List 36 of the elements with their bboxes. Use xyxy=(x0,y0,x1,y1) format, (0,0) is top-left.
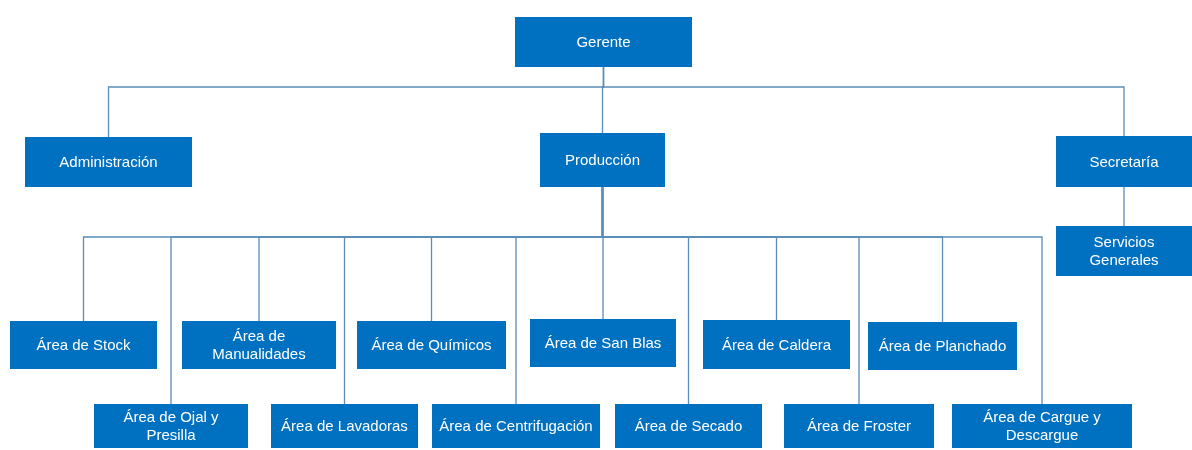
box-label: Área de Cargue y Descargue xyxy=(982,408,1102,444)
connector-line xyxy=(1123,186,1125,227)
org-box xyxy=(703,320,850,369)
org-box xyxy=(10,321,157,369)
org-box xyxy=(615,404,762,448)
org-box xyxy=(182,321,336,369)
org-box xyxy=(952,404,1132,448)
connector-line xyxy=(602,66,1125,137)
box-label: Área de Secado xyxy=(634,417,743,435)
box-label: Secretaría xyxy=(1089,152,1159,171)
box-label: Área de Manualidades xyxy=(211,327,307,363)
box-label: Gerente xyxy=(576,33,631,51)
box-label: Área de Ojal y Presilla xyxy=(122,408,220,444)
org-box xyxy=(784,404,934,448)
org-box xyxy=(432,404,600,448)
box-label: Servicios Generales xyxy=(1088,233,1160,269)
box-label: Área de Planchado xyxy=(878,337,1007,355)
org-box xyxy=(1056,136,1192,187)
box-label: Área de San Blas xyxy=(544,334,662,352)
box-label: Área de Stock xyxy=(36,336,131,354)
box-label: Producción xyxy=(564,151,640,169)
org-box xyxy=(25,137,192,187)
org-box xyxy=(94,404,248,448)
box-label: Área de Centrifugación xyxy=(439,417,593,435)
box-label: Área de Caldera xyxy=(721,335,832,354)
org-box xyxy=(530,319,676,367)
org-box xyxy=(868,322,1017,370)
org-box xyxy=(515,17,692,67)
box-label: Área de Químicos xyxy=(371,336,492,354)
org-box xyxy=(357,321,506,369)
org-box xyxy=(271,404,418,448)
org-box xyxy=(540,133,665,187)
box-label: Área de Froster xyxy=(806,417,912,435)
box-label: Administración xyxy=(59,153,158,171)
org-box xyxy=(1056,226,1192,276)
box-label: Área de Lavadoras xyxy=(281,417,408,435)
